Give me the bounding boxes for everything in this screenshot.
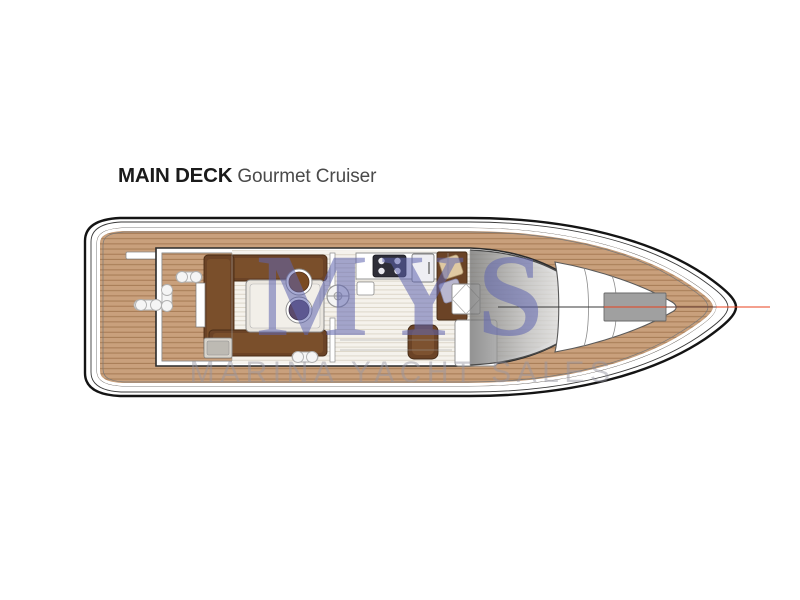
refrigerator	[411, 253, 435, 283]
helm-seat	[407, 324, 439, 360]
cockpit-door	[195, 282, 206, 328]
title-sub-text: Gourmet Cruiser	[237, 166, 377, 187]
round-stool-lower	[285, 296, 313, 324]
u-settee-aft	[203, 254, 235, 354]
steering-wheel	[326, 284, 350, 308]
galley-sink	[356, 281, 375, 296]
u-settee-starboard	[208, 329, 328, 357]
cleat-starboard-aft	[175, 271, 203, 283]
round-stool-upper	[285, 268, 313, 296]
cleat-starboard-lower	[291, 351, 319, 363]
cleat-port-aft	[133, 299, 163, 311]
title-main-text: MAIN DECK	[118, 164, 233, 187]
galley	[355, 252, 449, 296]
deck-hardware	[133, 271, 319, 363]
cooktop	[372, 254, 407, 278]
cockpit-table	[245, 279, 325, 333]
plan-detail-lines	[231, 250, 471, 366]
saloon-furniture	[285, 252, 336, 363]
cleat-port-mid	[161, 284, 173, 312]
